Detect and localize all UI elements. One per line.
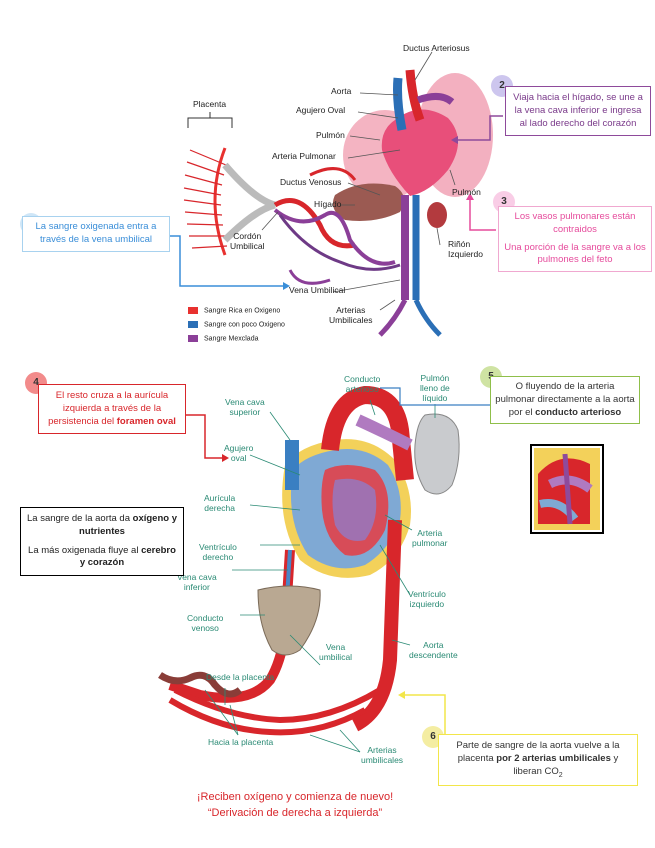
label-ductus-arteriosus: Ductus Arteriosus <box>403 43 470 53</box>
label-higado: Hígado <box>314 199 342 209</box>
label-aorta: Aorta <box>331 86 352 96</box>
footer-line1: ¡Reciben oxígeno y comienza de nuevo! <box>196 791 394 803</box>
callout-2-text: Viaja hacia el hígado, se une a la vena … <box>513 92 643 129</box>
label-desde-placenta: Desde la placenta <box>206 672 275 682</box>
callout-6-box: Parte de sangre de la aorta vuelve a la … <box>438 734 638 786</box>
legend-oxygen-rich: Sangre Rica en Oxigeno <box>188 307 280 314</box>
callout-5-bold: conducto arterioso <box>535 406 622 418</box>
legend-swatch-red <box>188 307 198 314</box>
label-pulmon-left: Pulmón <box>316 130 345 140</box>
top-heart-shape <box>381 109 458 196</box>
callout-2-box: Viaja hacia el hígado, se une a la vena … <box>505 86 651 137</box>
summary-line1: La sangre de la aorta da <box>27 513 133 524</box>
label-pulmon-lleno: Pulmón lleno de líquido <box>420 373 450 403</box>
label-arterias-umbilicales-bottom: Arterias umbilicales <box>361 745 404 765</box>
callout-3-box: Los vasos pulmonares están contraidos Un… <box>498 206 652 273</box>
legend-swatch-purple <box>188 335 198 342</box>
fluid-filled-lung-shape <box>414 413 460 495</box>
label-agujero-oval: Agujero Oval <box>296 105 346 115</box>
label-ventriculo-derecho: Ventrículo derecho <box>199 542 237 562</box>
callout-3-text-b: Una porción de la sangre va a los pulmon… <box>504 241 646 266</box>
footer: ¡Reciben oxígeno y comienza de nuevo! “D… <box>0 790 590 822</box>
label-arterias-umbilicales: Arterias Umbilicales <box>329 305 373 325</box>
label-arteria-pulmonar-bottom: Arteria pulmonar <box>412 528 448 548</box>
label-vena-cava-superior: Vena cava superior <box>225 397 265 417</box>
summary-line1-bold: oxígeno y nutrientes <box>79 513 177 537</box>
footer-line2: “Derivación de derecha a izquierda” <box>207 806 383 819</box>
label-conducto-arterioso: Conducto arterioso <box>344 374 381 394</box>
callout-6-text-post: y liberan CO <box>513 752 619 777</box>
label-vena-umbilical-bottom: Vena umbilical <box>319 642 353 662</box>
label-vena-umbilical: Vena Umbilical <box>289 285 346 295</box>
callout-4-bold: foramen oval <box>116 415 176 427</box>
kidney-shape <box>427 202 447 228</box>
callout-6-text: Parte de sangre de la aorta vuelve a la … <box>456 740 620 764</box>
fetal-heart-bottom-diagram <box>158 385 490 753</box>
callout-4-box: El resto cruza a la aurícula izquierda a… <box>38 384 186 435</box>
bottom-liver-shape <box>257 585 321 656</box>
callout-6-bold: por 2 arterias umbilicales <box>496 752 611 764</box>
label-agujero-oval-bottom: Agujero oval <box>224 443 254 463</box>
liver-shape <box>332 183 404 221</box>
label-cordon-umbilical: Cordón Umbilical <box>230 231 265 251</box>
ductus-arteriosus-zoom-image <box>530 444 604 534</box>
label-placenta: Placenta <box>193 99 227 109</box>
legend-mixed: Sangre Mexclada <box>188 335 258 342</box>
callout-1-text: La sangre oxigenada entra a través de la… <box>35 221 157 245</box>
label-rinon-izquierdo: Riñón Izquierdo <box>448 239 483 259</box>
label-ductus-venosus: Ductus Venosus <box>280 177 342 187</box>
label-pulmon-right: Pulmón <box>452 187 481 197</box>
label-conducto-venoso: Conducto venoso <box>187 613 224 633</box>
callout-3-text-a: Los vasos pulmonares están contraidos <box>514 211 636 235</box>
summary-line2: La más oxigenada fluye al <box>28 544 142 556</box>
aorta-summary-box: La sangre de la aorta da oxígeno y nutri… <box>20 507 184 577</box>
callout-1-box: La sangre oxigenada entra a través de la… <box>22 216 170 252</box>
callout-5-text: O fluyendo de la arteria pulmonar direct… <box>495 381 635 418</box>
label-aorta-descendente: Aorta descendente <box>409 640 458 660</box>
label-arteria-pulmonar: Arteria Pulmonar <box>272 151 336 161</box>
legend-low-oxygen: Sangre con poco Oxigeno <box>188 321 285 328</box>
summary-line2-bold: cerebro y corazón <box>79 544 176 569</box>
label-vena-cava-inferior: Vena cava inferior <box>177 572 217 592</box>
label-auricula-derecha: Aurícula derecha <box>204 493 236 513</box>
label-ventriculo-izquierdo: Ventrículo izquierdo <box>408 589 446 609</box>
legend-swatch-blue <box>188 321 198 328</box>
label-hacia-placenta: Hacia la placenta <box>208 737 274 747</box>
callout-5-box: O fluyendo de la arteria pulmonar direct… <box>490 376 640 425</box>
callout-4-text: El resto cruza a la aurícula izquierda a… <box>48 390 169 427</box>
callout-6-sub: 2 <box>558 771 563 779</box>
fetal-circulation-top-diagram <box>160 51 503 337</box>
